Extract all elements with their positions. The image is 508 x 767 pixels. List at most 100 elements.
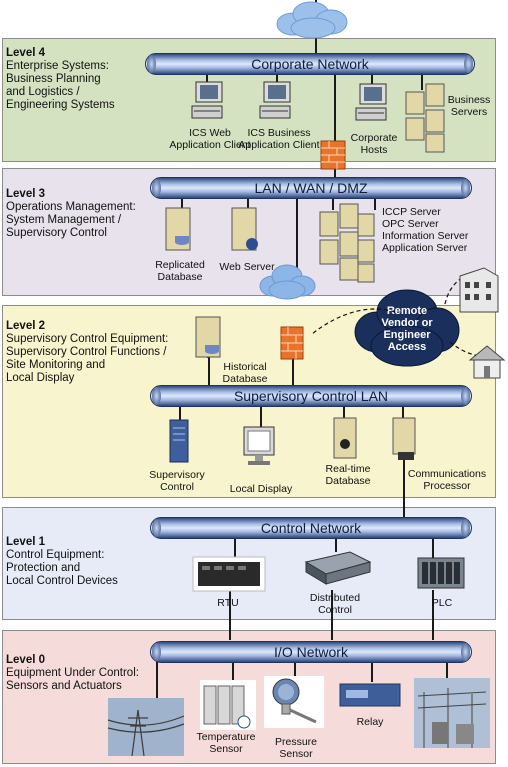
relay-label: Relay (356, 716, 384, 728)
link-line (260, 407, 262, 429)
plc-label: PLC (431, 597, 453, 609)
lan-wan-dmz-bus: LAN / WAN / DMZ (150, 177, 472, 199)
link-line (371, 662, 373, 682)
pressure-sensor-icon (264, 676, 324, 728)
ics-business-label: ICS Business Application Client (230, 127, 328, 151)
level-desc: Local Control Devices (6, 575, 118, 587)
label-line: Application Client (169, 139, 251, 151)
web-server-icon (231, 207, 258, 251)
comm-processor-label: Communications Processor (400, 468, 494, 492)
firewall-icon (280, 326, 304, 360)
label-line: Information Server (382, 230, 469, 242)
level-title: Level 4 (6, 47, 45, 59)
power-line-tower-icon (107, 698, 185, 757)
level-desc: and Logistics / (6, 86, 80, 98)
level-desc: Control Equipment: (6, 549, 105, 561)
level-title: Level 0 (6, 654, 45, 666)
relay-device-icon (339, 683, 401, 707)
label-line: Application Client (238, 139, 320, 151)
link-line (421, 72, 423, 90)
corporate-network-bus: Corporate Network (145, 53, 475, 75)
link-line (208, 352, 210, 386)
label-line: Database (157, 271, 203, 283)
label-line: Engineer (383, 329, 431, 341)
level-desc: Sensors and Actuators (6, 680, 122, 692)
link-line (432, 538, 434, 558)
database-server-icon (165, 207, 191, 251)
level-3-text: Level 3 Operations Management: System Ma… (6, 188, 136, 240)
label-line: Corporate (350, 132, 398, 144)
label-line: Database (222, 373, 268, 385)
label-line: Sensor (209, 743, 243, 755)
label-line: Temperature (196, 731, 256, 743)
label-line: Pressure (274, 736, 317, 748)
label-line: Vendor or (381, 317, 433, 329)
level-desc: Engineering Systems (6, 99, 115, 111)
temp-sensor-label: Temperature Sensor (190, 731, 262, 755)
web-server-label: Web Server (219, 261, 275, 273)
supervisory-control-server-icon (169, 419, 189, 463)
level-desc: Enterprise Systems: (6, 60, 109, 72)
link-line (179, 407, 181, 421)
link-line (292, 345, 294, 385)
plc-device-icon (417, 557, 465, 589)
wan-cloud-icon (259, 264, 316, 300)
level-desc: Business Planning (6, 73, 101, 85)
label-line: OPC Server (382, 218, 439, 230)
workstation-icon (259, 81, 291, 119)
link-line (335, 538, 337, 552)
realtime-database-icon (333, 417, 357, 459)
level-desc: Supervisory Control Functions / (6, 346, 167, 358)
label-line: Servers (450, 106, 488, 118)
link-line (294, 662, 296, 682)
supervisory-control-lan-bus: Supervisory Control LAN (150, 385, 472, 407)
io-network-bus: I/O Network (150, 641, 472, 663)
corporate-hosts-label: Corporate Hosts (344, 132, 404, 156)
level-desc: Site Monitoring and (6, 359, 106, 371)
firewall-icon (320, 140, 346, 170)
label-line: ICCP Server (382, 206, 441, 218)
link-line (156, 662, 158, 704)
label-line: Supervisory (149, 469, 205, 481)
business-servers-label: Business Servers (444, 94, 494, 118)
link-line (446, 662, 448, 682)
level-0-text: Level 0 Equipment Under Control: Sensors… (6, 654, 139, 693)
control-network-bus: Control Network (150, 517, 472, 539)
label-line: Application Server (382, 242, 468, 254)
server-rack-icon (405, 83, 445, 153)
workstation-icon (191, 81, 223, 119)
level-4-text: Level 4 Enterprise Systems: Business Pla… (6, 47, 115, 112)
local-display-icon (243, 426, 275, 465)
historical-database-icon (195, 316, 221, 358)
link-line (247, 196, 249, 212)
label-line: Hosts (360, 144, 388, 156)
office-building-icon (459, 267, 499, 313)
link-line (432, 590, 434, 640)
distributed-control-device-icon (304, 551, 372, 585)
historical-db-label: Historical Database (214, 361, 276, 385)
label-line: Processor (423, 480, 471, 492)
label-line: ICS Web (189, 127, 231, 139)
level-desc: Supervisory Control (6, 227, 107, 239)
label-line: Historical (223, 361, 267, 373)
link-line (232, 662, 234, 682)
level-title: Level 2 (6, 320, 45, 332)
local-display-label: Local Display (229, 483, 293, 495)
server-cluster-icon (319, 203, 375, 283)
pressure-sensor-label: Pressure Sensor (266, 736, 326, 760)
realtime-db-label: Real-time Database (315, 463, 381, 487)
house-icon (468, 345, 506, 379)
label-line: Real-time (325, 463, 371, 475)
level-desc: Equipment Under Control: (6, 667, 139, 679)
internet-cloud-icon (276, 1, 348, 39)
label-line: ICS Business (247, 127, 311, 139)
link-line (181, 196, 183, 212)
level-desc: Operations Management: (6, 201, 136, 213)
temperature-sensor-icon (200, 680, 256, 730)
label-line: Control (160, 481, 194, 493)
label-line: Control (318, 604, 352, 616)
remote-access-cloud-icon (354, 289, 460, 367)
label-line: Communications (407, 468, 487, 480)
label-line: Distributed (309, 592, 361, 604)
supervisory-control-label: Supervisory Control (140, 469, 214, 493)
